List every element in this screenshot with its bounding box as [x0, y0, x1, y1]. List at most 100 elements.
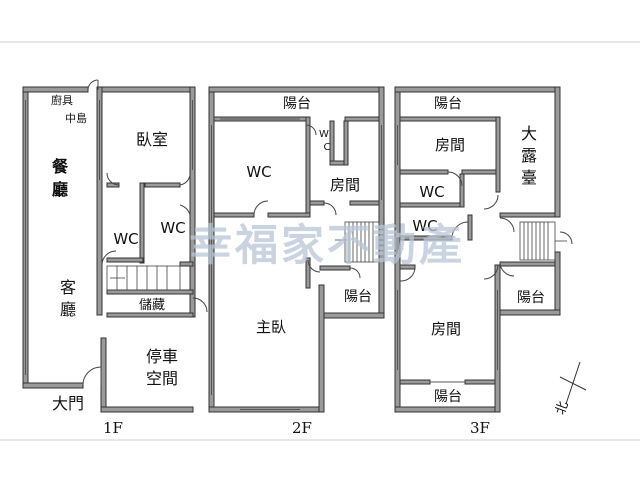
- wall: [378, 86, 385, 317]
- staircase: [335, 221, 380, 263]
- room-label: 廚具: [51, 93, 73, 107]
- wall: [495, 116, 501, 193]
- floor-3f: 陽台 房間 大 露 臺 WC WC 陽台 房間 陽台 3F: [394, 86, 573, 437]
- compass: 北: [553, 361, 587, 417]
- door: [451, 221, 469, 239]
- compass-north-label: 北: [553, 399, 572, 416]
- wall: [179, 261, 194, 267]
- door: [192, 297, 208, 313]
- wall: [344, 116, 380, 122]
- wall: [499, 212, 556, 218]
- wall: [497, 309, 561, 316]
- wall: [100, 406, 194, 413]
- wall: [100, 337, 107, 411]
- room-label: 房間: [435, 136, 465, 154]
- door: [559, 231, 573, 245]
- door: [483, 194, 499, 210]
- door: [499, 261, 515, 277]
- wall: [554, 86, 561, 218]
- room-label: 房間: [431, 320, 461, 338]
- door: [253, 200, 269, 216]
- wall: [394, 406, 501, 413]
- room-label: WC: [113, 230, 138, 248]
- door: [101, 250, 117, 266]
- door: [82, 366, 102, 386]
- floor-label-2f: 2F: [292, 419, 312, 437]
- room-label: 空間: [146, 369, 178, 388]
- wall: [499, 261, 556, 267]
- room-label: 臥室: [136, 130, 168, 149]
- door: [179, 204, 191, 216]
- wall: [208, 86, 385, 93]
- room-label: W: [319, 129, 329, 140]
- room-label: 廳: [60, 300, 76, 319]
- room-label: 廳: [52, 180, 68, 199]
- floor-2f: 陽台 W C WC 房間 陽台 主臥 2F: [208, 86, 385, 437]
- door: [305, 124, 317, 136]
- room-label: 餐: [51, 157, 69, 176]
- wall: [22, 382, 84, 389]
- wall: [144, 182, 181, 188]
- wall: [96, 86, 103, 316]
- wall: [106, 257, 144, 263]
- room-label: 陽台: [434, 96, 462, 112]
- floor-1f: 廚具 中島 餐 廳 臥室 WC WC 客 廳 儲藏 停車 空間 大門 1F: [22, 79, 208, 437]
- wall: [305, 257, 311, 289]
- room-label: WC: [412, 217, 437, 235]
- floor-label-3f: 3F: [470, 419, 490, 437]
- wall: [318, 284, 325, 413]
- room-label: 露: [521, 146, 537, 165]
- wall: [305, 116, 311, 218]
- wall: [106, 312, 194, 318]
- room-label: 房間: [330, 176, 360, 194]
- door: [87, 79, 99, 91]
- wall: [459, 173, 465, 208]
- floor-label-1f: 1F: [103, 419, 123, 437]
- door: [179, 174, 191, 186]
- door: [106, 172, 120, 186]
- wall: [464, 379, 496, 385]
- wall: [399, 169, 449, 175]
- wall: [22, 86, 89, 93]
- wall: [343, 120, 349, 166]
- door: [349, 267, 361, 279]
- room-label: 陽台: [344, 289, 372, 305]
- door: [499, 217, 515, 233]
- room-label: 陽台: [434, 389, 462, 405]
- wall: [309, 200, 325, 206]
- room-label: 大門: [52, 394, 84, 413]
- room-label: 停車: [146, 347, 178, 366]
- room-label: WC: [246, 163, 271, 181]
- room-label: 中島: [65, 111, 87, 125]
- room-label: 陽台: [517, 290, 545, 306]
- watermark: 幸福家不動產: [189, 221, 465, 271]
- wall: [96, 86, 196, 93]
- room-label: 客: [60, 278, 76, 297]
- door: [447, 171, 463, 187]
- wall: [554, 251, 561, 316]
- room-label: 大: [521, 124, 537, 143]
- door: [307, 259, 321, 273]
- wall: [399, 202, 461, 208]
- room-label: C: [324, 142, 331, 153]
- wall: [467, 214, 473, 241]
- room-label: 儲藏: [139, 298, 165, 313]
- room-label: WC: [160, 219, 185, 237]
- wall: [461, 169, 497, 175]
- room-label: 陽台: [283, 96, 311, 112]
- wall: [349, 200, 380, 206]
- room-label: WC: [419, 183, 444, 201]
- wall: [318, 312, 385, 319]
- wall: [213, 212, 255, 218]
- wall: [106, 289, 194, 295]
- wall: [267, 212, 311, 218]
- door: [323, 202, 337, 216]
- compass-cross: [559, 376, 587, 391]
- wall: [394, 86, 561, 93]
- room-label: 主臥: [256, 318, 286, 336]
- room-label: 臺: [521, 168, 537, 187]
- wall: [329, 120, 335, 166]
- door: [483, 264, 499, 280]
